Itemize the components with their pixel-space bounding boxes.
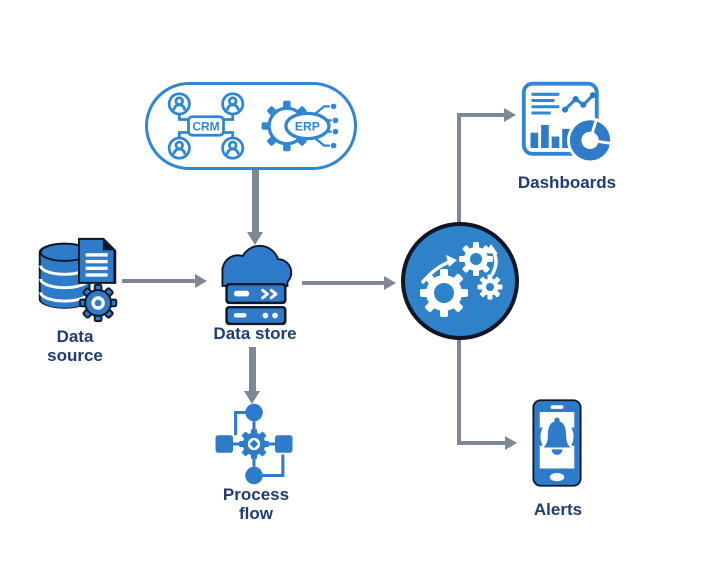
alerts-icon [532,399,582,487]
connector-store-to-processflow [249,347,256,392]
connector-source-to-store [122,279,196,283]
process-flow-label: Process flow [222,485,290,523]
connector-pill-to-store [252,170,259,233]
processing-node [401,222,519,340]
arrowhead-processing-to-dashboards [504,108,516,122]
connector-store-to-processing [302,281,384,285]
gear-icon [239,429,269,459]
arrowhead-pill-to-store [247,232,263,245]
erp-icon: ERP [261,100,339,152]
crm-label: CRM [192,120,219,134]
dashboards-icon [521,81,614,164]
erp-label: ERP [295,120,320,134]
dashboards-label: Dashboards [517,173,617,192]
data-store-icon [221,244,293,326]
alerts-label: Alerts [533,500,583,519]
data-source-label: Data source [47,327,103,365]
crm-icon: CRM [167,92,245,160]
gear-icon [78,283,118,323]
document-icon [78,237,117,284]
connector-processing-to-alerts-horizontal [457,441,507,445]
connector-processing-to-dashboards-vertical [457,113,461,225]
arrowhead-store-to-processing [384,276,396,290]
integrations-pill: CRM E [145,82,357,170]
arrowhead-store-to-processflow [244,391,260,404]
bar-chart-icon [530,125,570,149]
process-flow-icon [215,403,293,485]
arrowhead-processing-to-alerts [505,436,517,450]
gears-icon [420,242,503,317]
connector-processing-to-dashboards-horizontal [457,113,505,117]
connector-processing-to-alerts-vertical [457,338,461,445]
data-source-icon [38,237,118,323]
bell-icon [538,417,576,455]
donut-chart-icon [567,117,614,164]
data-store-label: Data store [213,324,297,343]
arrowhead-source-to-store [195,274,207,288]
